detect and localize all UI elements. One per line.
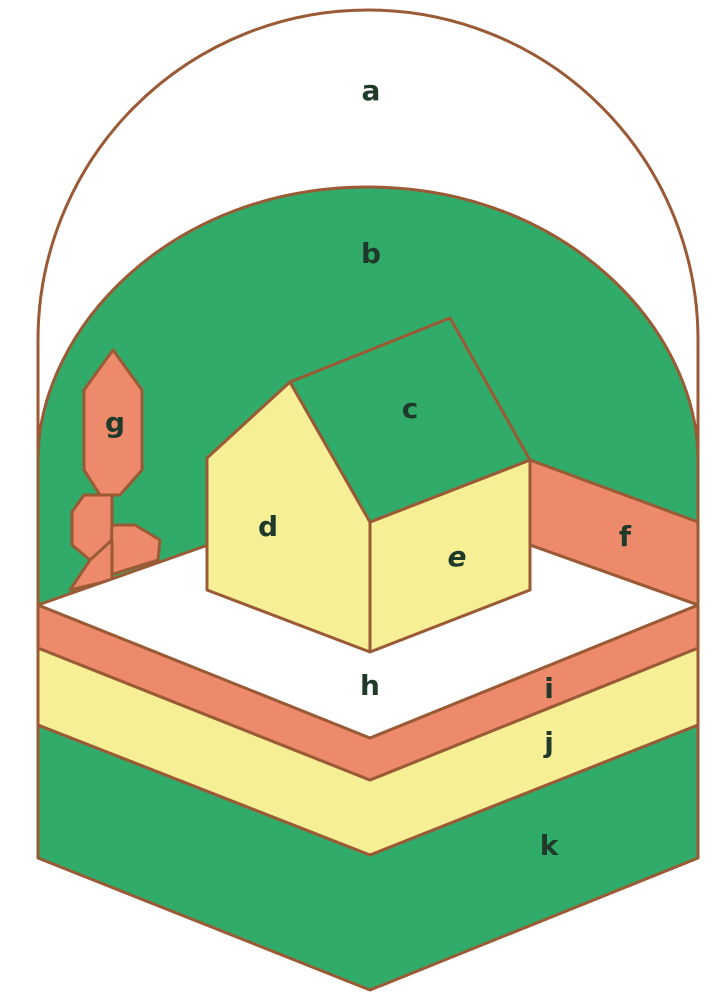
- label-h: h: [360, 669, 380, 702]
- label-g: g: [105, 406, 125, 439]
- label-b: b: [361, 237, 381, 270]
- house: [205, 316, 532, 654]
- label-d: d: [258, 510, 278, 543]
- label-k: k: [540, 829, 560, 862]
- label-j: j: [543, 726, 554, 759]
- label-f: f: [619, 520, 632, 553]
- label-i: i: [544, 672, 554, 705]
- label-c: c: [402, 392, 419, 425]
- label-e: e: [448, 540, 467, 573]
- region-g-tree: [68, 348, 162, 592]
- region-c-house-roof: [288, 316, 532, 524]
- label-a: a: [362, 74, 381, 107]
